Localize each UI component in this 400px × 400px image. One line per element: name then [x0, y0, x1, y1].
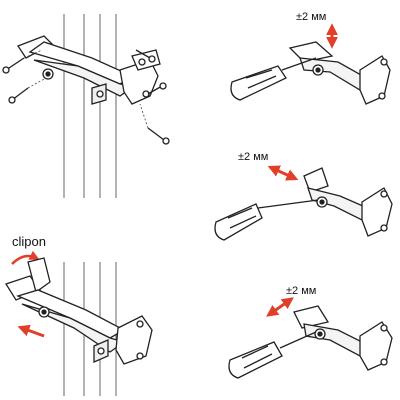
panel-mounting: [2, 14, 170, 198]
adjust-vertical-label: ±2 мм: [296, 11, 326, 23]
screwdriver-icon: [214, 199, 319, 241]
screw-icon: [8, 87, 29, 104]
arrow-icon: [267, 165, 299, 181]
panel-depth-adjust: ±2 мм: [228, 285, 393, 379]
panel-clipon: clipon: [5, 234, 153, 396]
cabinet-wall: [63, 14, 117, 198]
hinge-icon: [5, 257, 153, 365]
arrow-icon: [17, 324, 45, 338]
screw-icon: [147, 127, 170, 145]
adjust-depth-label: ±2 мм: [286, 285, 316, 297]
screw-icon: [2, 57, 25, 74]
arrow-icon: [11, 250, 40, 265]
screwdriver-icon: [228, 331, 317, 379]
panel-side-adjust: ±2 мм: [214, 151, 393, 241]
hinge-icon: [293, 305, 393, 371]
panel-vertical-adjust: ±2 мм: [230, 11, 391, 105]
adjust-side-label: ±2 мм: [238, 151, 268, 163]
hinge-icon: [288, 41, 391, 105]
hinge-icon: [303, 167, 393, 237]
screw-icon: [147, 82, 167, 95]
hinge-icon: [17, 35, 161, 105]
arrow-icon: [266, 297, 294, 317]
guide-lines: [23, 49, 149, 129]
screw-icon: [135, 49, 156, 63]
screwdriver-icon: [230, 57, 317, 101]
clipon-label: clipon: [12, 234, 46, 249]
